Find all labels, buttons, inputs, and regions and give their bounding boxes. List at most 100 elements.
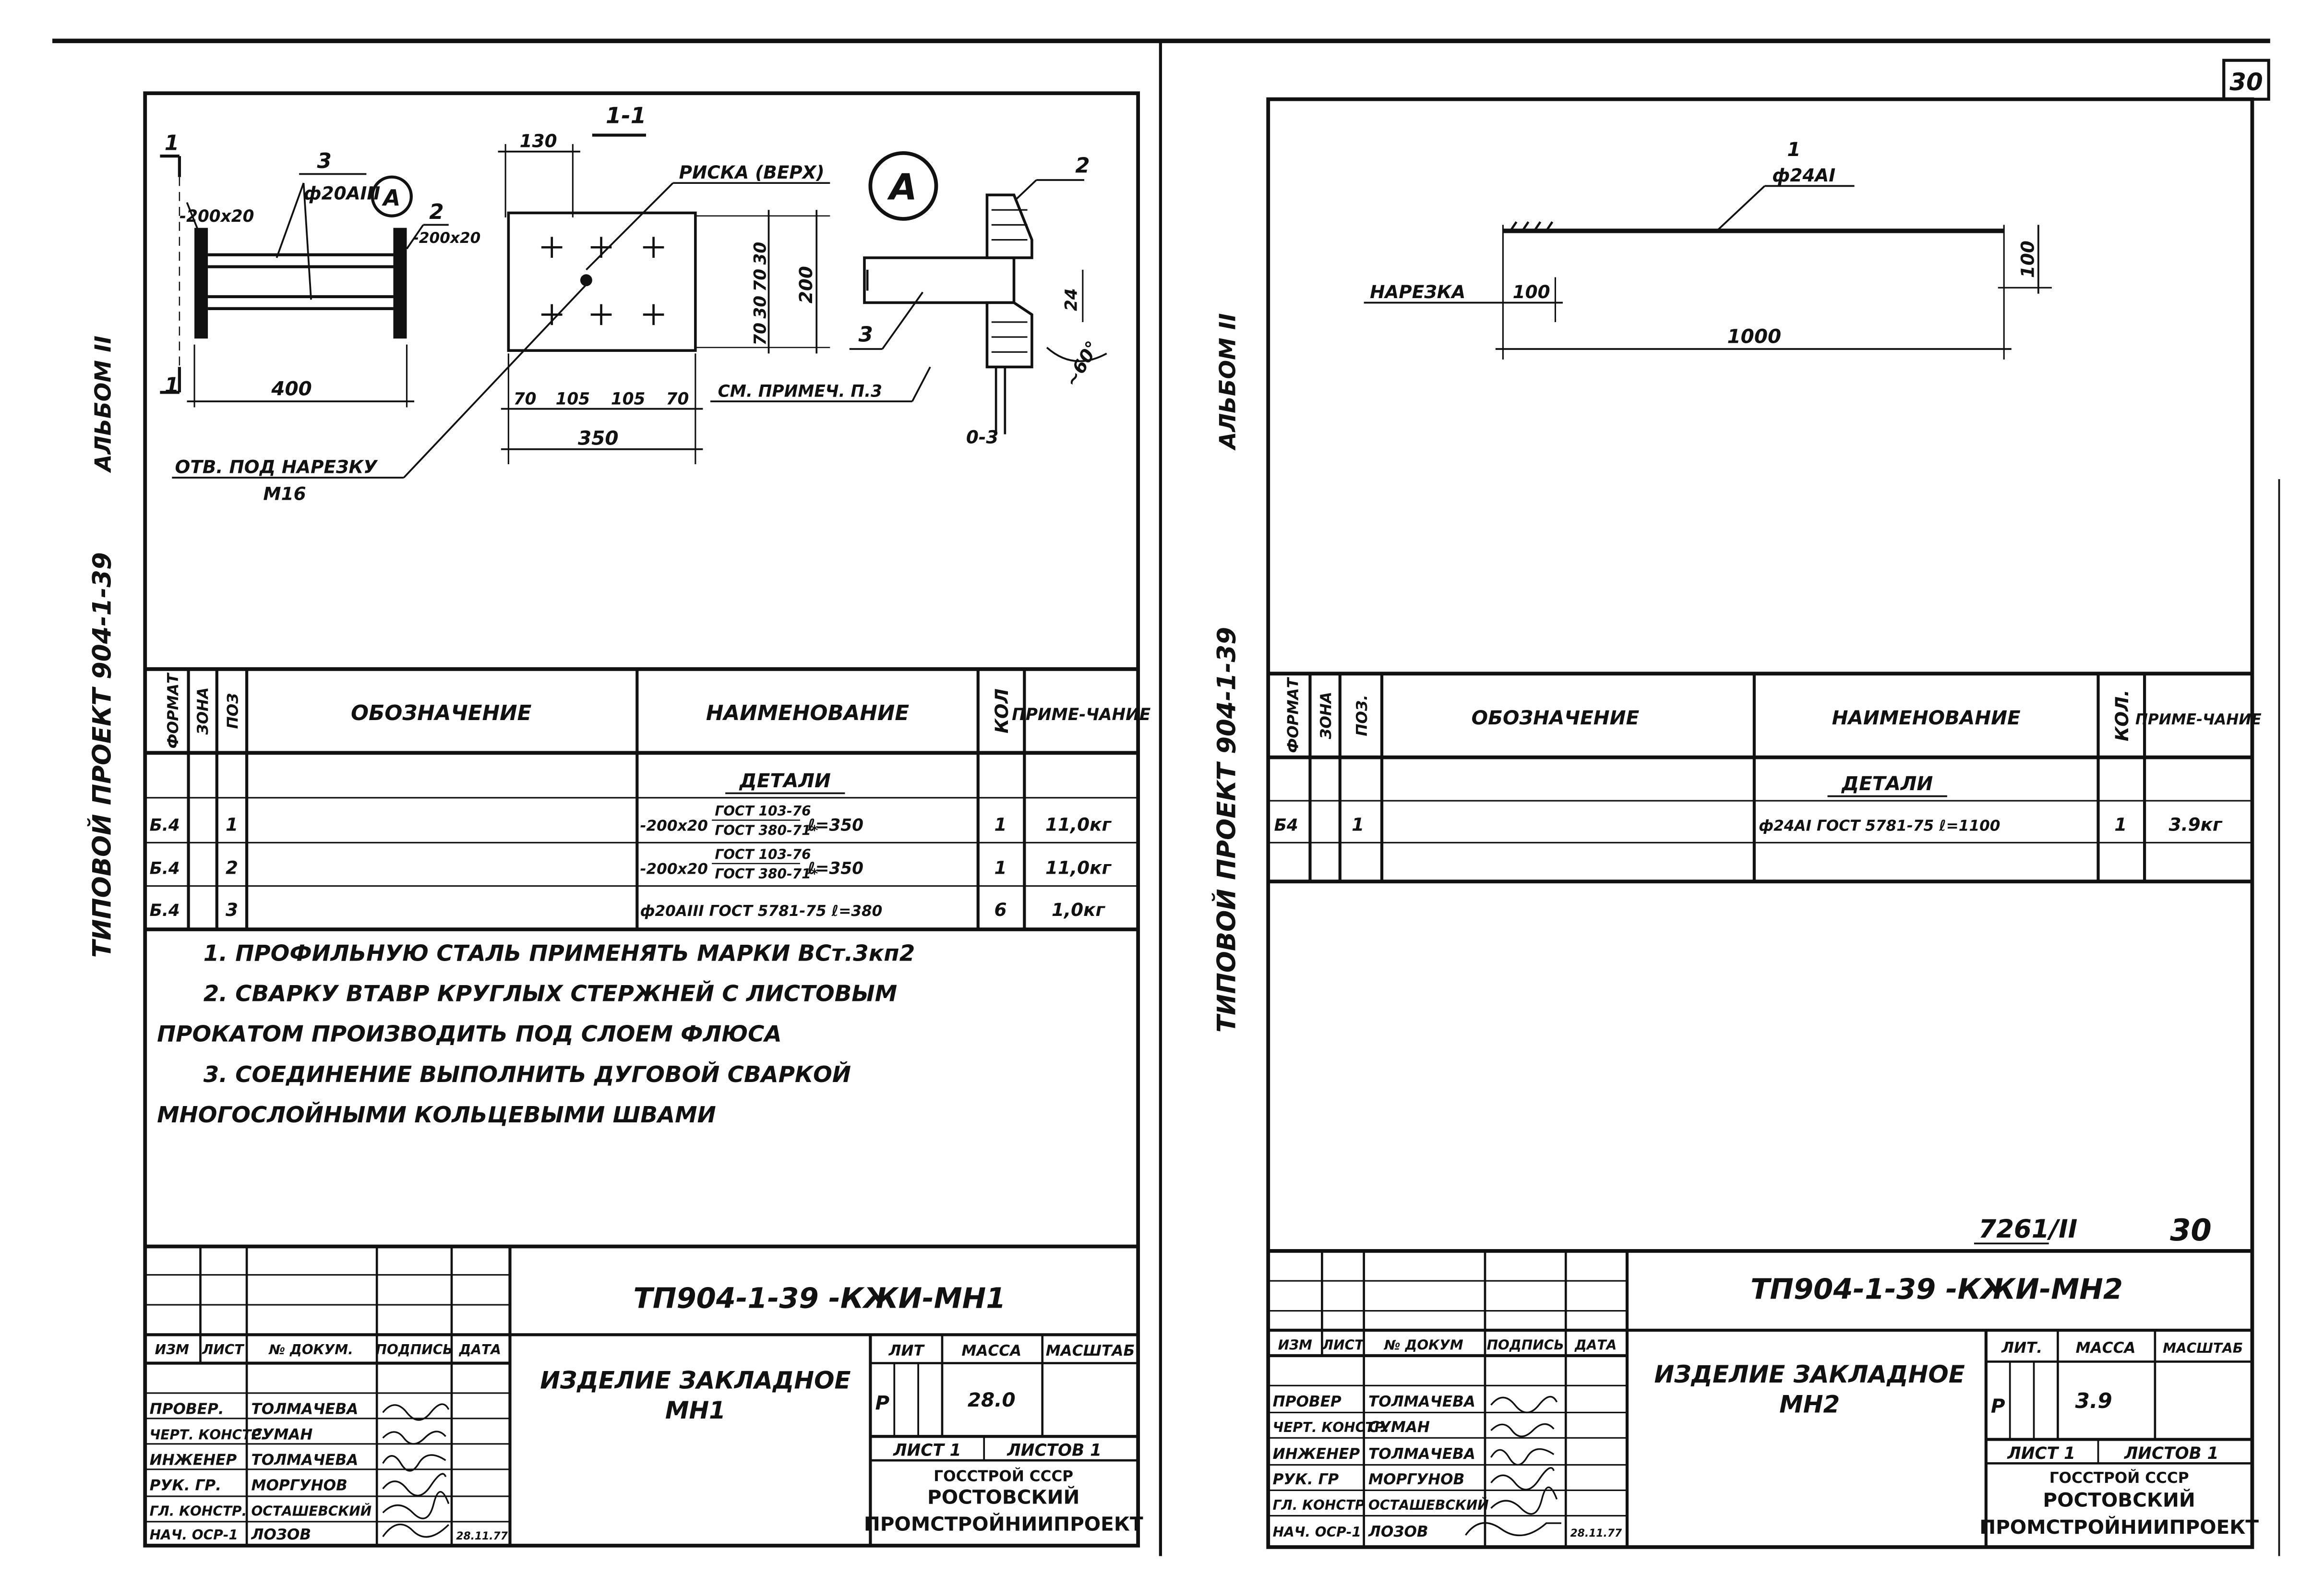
dim-400: 400 (271, 377, 312, 400)
dim-vert-4: 70 (751, 323, 770, 346)
dim-vert-3: 30 (751, 296, 770, 319)
section-details: ДЕТАЛИ (1841, 772, 1933, 795)
svg-text:1,0кг: 1,0кг (1052, 899, 1106, 920)
plate-left (194, 228, 208, 339)
detail-a-circle (868, 151, 938, 221)
tb-name: СУМАН (251, 1426, 312, 1443)
right-bar-drawing: 1 ф24АI НАРЕЗКА 100 1000 100 (1364, 138, 2052, 360)
dim-vert-2: 70 (751, 269, 770, 292)
tb-role: ГЛ. КОНСТР (1273, 1497, 1365, 1513)
svg-text:ф20АIII ГОСТ 5781-75 ℓ=380: ф20АIII ГОСТ 5781-75 ℓ=380 (640, 902, 883, 920)
detail-a-label: А (887, 166, 917, 208)
pos-label: 1 (1787, 138, 1800, 161)
left-spec-table: ФОРМАТ ЗОНА ПОЗ ОБОЗНАЧЕНИЕ НАИМЕНОВАНИЕ… (145, 667, 1150, 931)
sheet-number: 30 (2229, 68, 2263, 96)
tb-lit-label: ЛИТ. (2001, 1339, 2042, 1357)
svg-text:1: 1 (226, 814, 238, 835)
svg-text:Б.4: Б.4 (150, 816, 180, 835)
th-format: ФОРМАТ (165, 672, 182, 748)
svg-text:Б.4: Б.4 (150, 859, 180, 878)
dim-bottom-1: 70 (514, 389, 537, 409)
svg-text:3: 3 (226, 899, 238, 920)
right-frame (1266, 97, 2254, 1549)
tb-col-date: ДАТА (1574, 1337, 1617, 1353)
tb-role: РУК. ГР (1273, 1471, 1339, 1488)
th-pos: ПОЗ. (1354, 695, 1371, 736)
tb-role: ИНЖЕНЕР (1273, 1445, 1360, 1463)
item-name: ИЗДЕЛИЕ ЗАКЛАДНОЕ (1654, 1360, 1965, 1388)
org-line-1: ГОССТРОЙ СССР (2049, 1468, 2189, 1487)
tb-name: МОРГУНОВ (251, 1477, 347, 1494)
pos3-label: 3 (317, 149, 332, 173)
title-code: ТП904-1-39 -КЖИ-МН1 (634, 1281, 1006, 1314)
dim-130: 130 (520, 130, 557, 151)
th-qty: КОЛ (991, 688, 1012, 733)
org-line-3: ПРОМСТРОЙНИИПРОЕКТ (864, 1513, 1143, 1536)
svg-text:1: 1 (1352, 814, 1364, 835)
tb-name: ЛОЗОВ (1368, 1523, 1428, 1540)
tb-lit: Р (875, 1391, 889, 1414)
signatures (1465, 1396, 1561, 1537)
right-album-label: АЛЬБОМ II (1215, 313, 1241, 451)
left-side-view: 1 1 -200x20 3 ф20АIII А 2 -200x20 (160, 132, 587, 505)
svg-text:-200x20: -200x20 (640, 817, 708, 834)
thread-label: НАРЕЗКА (1370, 281, 1465, 302)
left-title-block: ТП904-1-39 -КЖИ-МН1 ИЗМ ЛИСТ № ДОКУМ. ПО… (145, 1244, 1143, 1546)
plate-right-size: -200x20 (413, 229, 480, 247)
tb-col-date: ДАТА (458, 1342, 501, 1358)
section-label: 1-1 (606, 103, 646, 129)
see-note: СМ. ПРИМЕЧ. П.3 (718, 382, 882, 401)
item-name: ИЗДЕЛИЕ ЗАКЛАДНОЕ (540, 1367, 851, 1395)
weld-bottom (985, 301, 1033, 369)
left-detail-a: А 2 3 24 ~60° СМ. ПРИМЕЧ. П.3 (710, 151, 1107, 447)
tb-lit: Р (1991, 1394, 2005, 1417)
svg-text:1: 1 (2114, 814, 2127, 835)
detail-angle: ~60° (1060, 337, 1103, 390)
dim-100-right: 100 (2017, 241, 2038, 278)
svg-text:3.9кг: 3.9кг (2168, 814, 2223, 835)
tb-role: ПРОВЕР (1273, 1393, 1342, 1410)
section-details: ДЕТАЛИ (739, 769, 831, 792)
tb-col-list: ЛИСТ (202, 1342, 244, 1358)
note-line: 2. СВАРКУ ВТАВР КРУГЛЫХ СТЕРЖНЕЙ С ЛИСТО… (204, 981, 897, 1007)
org-line-3: ПРОМСТРОЙНИИПРОЕКТ (1979, 1516, 2259, 1539)
detail-pos3: 3 (858, 323, 873, 347)
tb-role: РУК. ГР. (150, 1477, 221, 1494)
tb-col-sign: ПОДПИСЬ (1487, 1337, 1564, 1353)
th-name: НАИМЕНОВАНИЕ (706, 701, 909, 725)
tb-col-list: ЛИСТ (1322, 1337, 1365, 1353)
item-code: МН2 (1779, 1390, 1840, 1418)
thread-marks (1509, 221, 1554, 232)
page-number: 30 (2170, 1213, 2212, 1248)
svg-text:11,0кг: 11,0кг (1045, 857, 1112, 878)
pos2-label: 2 (429, 200, 443, 224)
tb-role: ЧЕРТ. КОНСТР. (150, 1427, 266, 1443)
svg-text:-200x20: -200x20 (640, 861, 708, 878)
table-row: Б.4 2 -200x20 ГОСТ 103-76 ГОСТ 380-71* ℓ… (150, 847, 1112, 882)
tb-col-sign: ПОДПИСЬ (376, 1342, 453, 1358)
title-code: ТП904-1-39 -КЖИ-МН2 (1750, 1273, 2123, 1306)
view-mark-top: 1 (165, 132, 179, 156)
dim-bottom-3: 105 (611, 389, 646, 409)
left-album-label: АЛЬБОМ II (91, 336, 117, 473)
table-row: Б4 1 ф24АI ГОСТ 5781-75 ℓ=1100 1 3.9кг (1274, 814, 2223, 835)
org-line-2: РОСТОВСКИЙ (2043, 1489, 2195, 1512)
th-zone: ЗОНА (1318, 692, 1335, 740)
tb-mass-label: МАССА (961, 1342, 1021, 1359)
tb-name: ОСТАШЕВСКИЙ (251, 1503, 371, 1519)
tb-name: СУМАН (1368, 1419, 1430, 1436)
callout-a-circle (371, 175, 413, 217)
svg-text:2: 2 (226, 857, 238, 878)
plate-plan (507, 211, 697, 352)
svg-text:ГОСТ 380-71*: ГОСТ 380-71* (715, 866, 818, 882)
th-pos: ПОЗ (224, 693, 241, 729)
dim-1000: 1000 (1727, 325, 1782, 348)
item-code: МН1 (665, 1396, 726, 1424)
th-note: ПРИМЕ-ЧАНИЕ (2135, 711, 2262, 728)
tb-date: 28.11.77 (1570, 1528, 1622, 1540)
tb-name: ТОЛМАЧЕВА (1368, 1445, 1475, 1463)
tb-role: ПРОВЕР. (150, 1401, 224, 1418)
bar-size: ф20АIII (304, 182, 381, 204)
svg-text:ГОСТ 380-71*: ГОСТ 380-71* (715, 823, 818, 839)
